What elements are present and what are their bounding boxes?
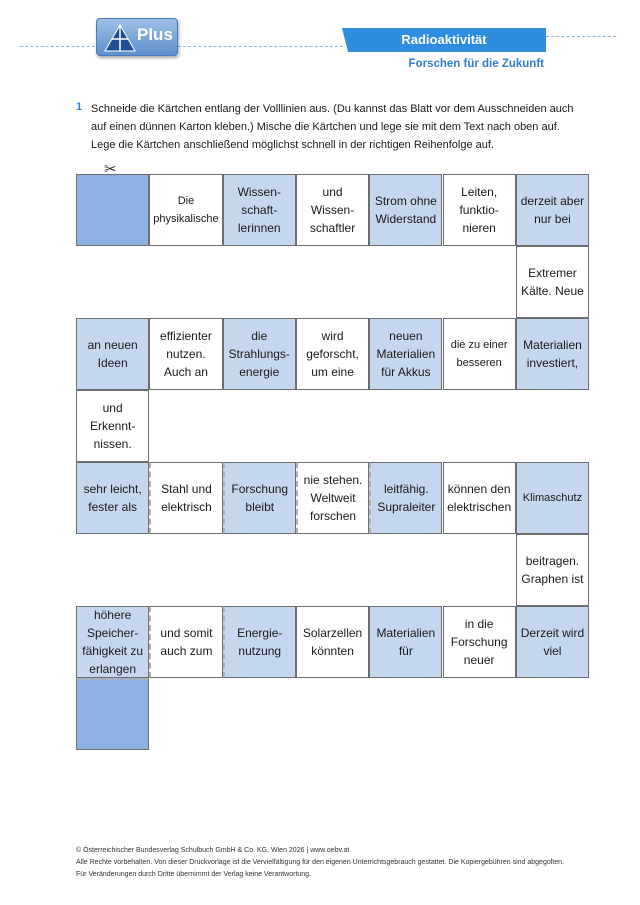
card-text: und somit auch zum (160, 626, 213, 658)
card[interactable]: Derzeit wird viel (515, 606, 590, 678)
card[interactable]: und Wissen-schaftler (295, 174, 370, 246)
card[interactable]: Wissen-schaft-lerinnen (222, 174, 296, 246)
card-text: wird geforscht, um eine (306, 329, 359, 379)
card[interactable]: sehr leicht, fester als (76, 462, 150, 534)
header-dashed-line-left (20, 46, 95, 47)
header-dashed-line-middle (178, 46, 343, 47)
header-dashed-line-right (546, 36, 616, 37)
card-text: in die Forschung neuer (450, 617, 508, 667)
card-text: effizienter nutzen. Auch an (160, 329, 212, 379)
card[interactable]: Energie-nutzung (222, 606, 296, 678)
card[interactable]: und somit auch zum (149, 606, 223, 678)
card-text: Energie-nutzung (237, 626, 283, 658)
card[interactable]: neuen Materialien für Akkus (369, 318, 443, 390)
card[interactable]: Solarzellen könnten (295, 606, 370, 678)
card-text: und Wissen-schaftler (309, 185, 356, 235)
card[interactable]: höhere Speicher-fähigkeit zu erlangen (76, 606, 150, 678)
card-text: Materialien investiert, (523, 338, 582, 370)
card[interactable]: Stahl und elektrisch (149, 462, 223, 534)
chapter-subtitle: Forschen für die Zukunft (408, 58, 544, 70)
card-text: und Erkennt-nissen. (89, 401, 136, 451)
card-text: sehr leicht, fester als (83, 482, 142, 514)
card-text: die zu einer besseren (450, 339, 508, 369)
triangle-logo-icon (104, 23, 136, 52)
card-text: die Strahlungs-energie (228, 329, 290, 379)
footer-disclaimer: Für Veränderungen durch Dritte übernimmt… (76, 871, 312, 878)
card[interactable]: leitfähig. Supraleiter (369, 462, 443, 534)
task-instruction: Schneide die Kärtchen entlang der Vollli… (91, 103, 574, 151)
card-text: an neuen Ideen (87, 338, 138, 370)
card-text: Derzeit wird viel (520, 626, 585, 658)
card[interactable]: Die physikalische (149, 174, 223, 246)
card-text: Extremer Kälte. Neue (521, 266, 584, 298)
card[interactable]: in die Forschung neuer (442, 606, 516, 678)
card[interactable]: Strom ohne Widerstand (369, 174, 443, 246)
task-number: 1 (76, 101, 83, 113)
card-text: neuen Materialien für Akkus (376, 329, 436, 379)
card[interactable]: können den elektrischen (442, 462, 516, 534)
card-text: derzeit aber nur bei (520, 194, 585, 226)
card[interactable]: Materialien investiert, (515, 318, 590, 390)
card[interactable]: wird geforscht, um eine (295, 318, 370, 390)
card-text: Wissen-schaft-lerinnen (237, 185, 281, 235)
card-text: Forschung bleibt (231, 482, 289, 514)
card[interactable]: beitragen. Graphen ist (515, 534, 590, 606)
card[interactable]: die Strahlungs-energie (222, 318, 296, 390)
card[interactable]: nie stehen. Weltweit forschen (295, 462, 370, 534)
card[interactable]: an neuen Ideen (76, 318, 150, 390)
card-text: leitfähig. Supraleiter (377, 482, 436, 514)
card[interactable]: die zu einer besseren (442, 318, 516, 390)
card-text: Leiten, funktio-nieren (459, 185, 499, 235)
plus-logo: Plus (96, 18, 178, 56)
card[interactable]: Forschung bleibt (222, 462, 296, 534)
card-grid: Die physikalische Wissen-schaft-lerinnen… (76, 174, 590, 752)
card-start[interactable] (76, 174, 150, 246)
card-text: nie stehen. Weltweit forschen (303, 473, 363, 523)
card[interactable]: Klimaschutz (515, 462, 590, 534)
card-text: können den elektrischen (447, 482, 512, 514)
logo-text: Plus (137, 25, 173, 44)
card-text: beitragen. Graphen ist (521, 554, 584, 586)
card[interactable]: derzeit aber nur bei (515, 174, 590, 246)
card[interactable]: Materialien für (369, 606, 443, 678)
chapter-title: Radioaktivität (342, 28, 546, 52)
card[interactable]: Leiten, funktio-nieren (442, 174, 516, 246)
card[interactable]: Extremer Kälte. Neue (515, 246, 590, 318)
card-text: Materialien für (376, 626, 436, 658)
card-text: Strom ohne Widerstand (374, 194, 437, 226)
card-text: Solarzellen könnten (302, 626, 363, 658)
card-text: Klimaschutz (522, 492, 583, 504)
card[interactable]: und Erkennt-nissen. (76, 390, 150, 462)
scissors-icon: ✂ (104, 161, 117, 178)
card-text: höhere Speicher-fähigkeit zu erlangen (82, 608, 143, 676)
footer-rights: Alle Rechte vorbehalten. Von dieser Druc… (76, 859, 564, 866)
footer: © Österreichischer Bundesverlag Schulbuc… (76, 845, 596, 881)
card-text: Stahl und elektrisch (161, 482, 212, 514)
footer-copyright: © Österreichischer Bundesverlag Schulbuc… (76, 847, 350, 854)
card[interactable]: effizienter nutzen. Auch an (149, 318, 223, 390)
card-text: Die physikalische (153, 195, 219, 225)
card-end[interactable] (76, 678, 150, 750)
